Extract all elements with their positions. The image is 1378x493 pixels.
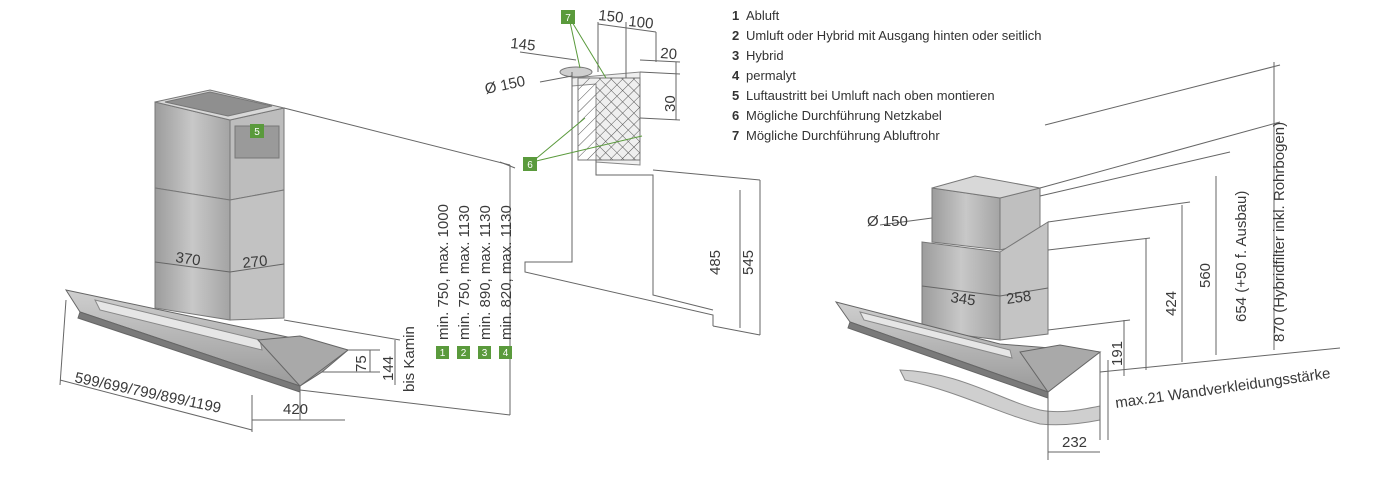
height-option-1: 1 min. 750, max. 1000 bbox=[435, 204, 452, 359]
badge-7: 7 bbox=[561, 10, 575, 24]
middle-view bbox=[519, 21, 761, 336]
dim-232: 232 bbox=[1062, 434, 1087, 451]
dim-145: 145 bbox=[510, 35, 537, 55]
dim-75: 75 bbox=[353, 355, 370, 372]
dim-560: 560 bbox=[1197, 263, 1214, 288]
dim-100: 100 bbox=[628, 13, 655, 33]
svg-text:6: 6 bbox=[527, 160, 533, 171]
dim-150-top: 150 bbox=[598, 7, 625, 27]
dim-420: 420 bbox=[283, 401, 308, 418]
dim-270: 270 bbox=[242, 252, 269, 272]
dim-dia-150-right: Ø 150 bbox=[867, 213, 908, 230]
height-option-3: 3 min. 890, max. 1130 bbox=[477, 205, 494, 359]
dim-424: 424 bbox=[1163, 291, 1180, 316]
dim-258: 258 bbox=[1005, 288, 1032, 308]
dim-20: 20 bbox=[660, 45, 678, 63]
chimney-lower-side bbox=[229, 189, 285, 321]
svg-text:min. 750, max. 1130: min. 750, max. 1130 bbox=[456, 205, 473, 340]
badge-5: 5 bbox=[250, 124, 264, 138]
svg-text:5: 5 bbox=[254, 127, 260, 138]
hybrid-box-front bbox=[931, 187, 1001, 251]
svg-text:3: 3 bbox=[482, 348, 488, 359]
label-bis-kamin: bis Kamin bbox=[401, 326, 418, 392]
dim-30: 30 bbox=[662, 95, 679, 112]
svg-text:7: 7 bbox=[565, 13, 571, 24]
dim-width-options: 599/699/799/899/1199 bbox=[73, 369, 222, 417]
dim-870: 870 (Hybridfilter inkl. Rohrbogen) bbox=[1271, 122, 1288, 342]
dim-370: 370 bbox=[174, 249, 201, 269]
dim-191: 191 bbox=[1109, 341, 1126, 366]
svg-text:1: 1 bbox=[440, 348, 446, 359]
right-view bbox=[834, 62, 1341, 460]
svg-text:2: 2 bbox=[461, 348, 467, 359]
svg-text:min. 820, max. 1130: min. 820, max. 1130 bbox=[498, 205, 515, 340]
left-view bbox=[59, 89, 516, 432]
dim-144: 144 bbox=[380, 356, 397, 381]
dim-485: 485 bbox=[707, 250, 724, 275]
label-wall-cladding: max.21 Wandverkleidungsstärke bbox=[1114, 365, 1331, 412]
dim-545: 545 bbox=[740, 250, 757, 275]
height-options: 1 min. 750, max. 1000 2 min. 750, max. 1… bbox=[435, 204, 515, 359]
dim-654: 654 (+50 f. Ausbau) bbox=[1233, 191, 1250, 322]
badge-6: 6 bbox=[523, 157, 537, 171]
svg-text:min. 890, max. 1130: min. 890, max. 1130 bbox=[477, 205, 494, 340]
height-option-2: 2 min. 750, max. 1130 bbox=[456, 205, 473, 359]
svg-text:4: 4 bbox=[503, 348, 509, 359]
dim-345: 345 bbox=[949, 289, 976, 309]
height-option-4: 4 min. 820, max. 1130 bbox=[498, 205, 515, 359]
dim-dia-150-middle: Ø 150 bbox=[483, 73, 527, 98]
svg-text:min. 750, max. 1000: min. 750, max. 1000 bbox=[435, 204, 452, 340]
